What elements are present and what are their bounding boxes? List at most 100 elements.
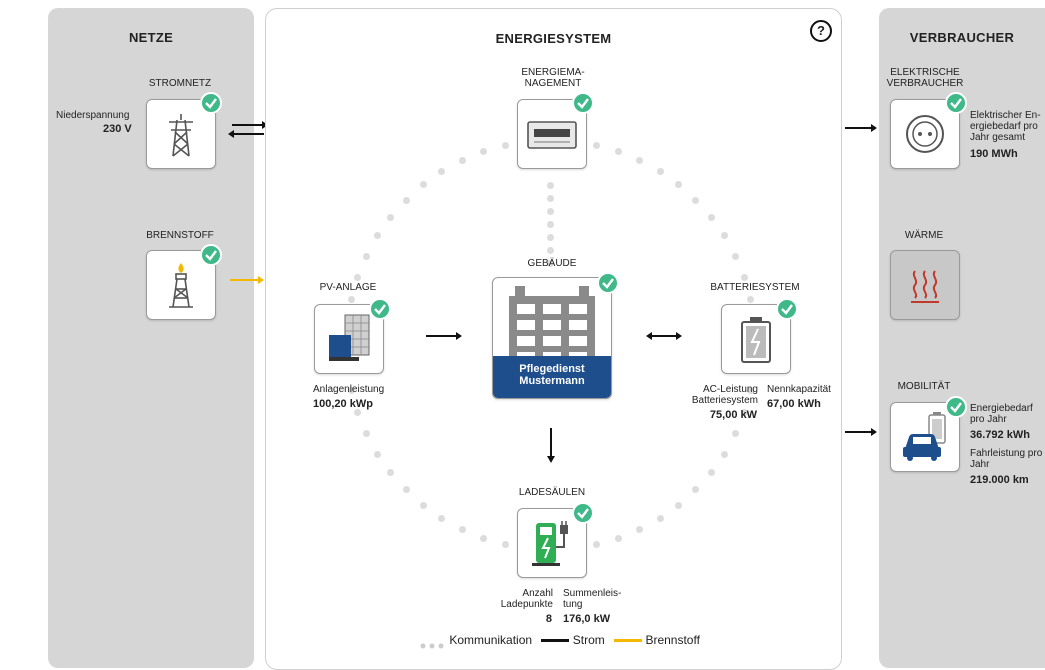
kommunikation-dot xyxy=(692,486,700,494)
kommunikation-dot xyxy=(438,515,446,523)
mob-bedarf-value: 36.792 kWh xyxy=(970,429,1030,441)
mobilitaet-label: MOBILITÄT xyxy=(897,381,951,392)
legend-brennstoff: Brennstoff xyxy=(645,633,700,647)
kommunikation-dot xyxy=(362,252,370,260)
energy-manager-device-icon xyxy=(527,121,577,149)
elektrisch-label: ELEKTRISCHE VERBRAUCHER xyxy=(886,67,964,89)
kommunikation-dot xyxy=(547,247,554,254)
batterie-ac-label: AC-Leistung Batteriesystem xyxy=(691,384,758,406)
help-icon[interactable]: ? xyxy=(810,20,832,42)
kommunikation-dot xyxy=(675,181,683,189)
batterie-label: BATTERIESYSTEM xyxy=(710,282,800,293)
pv-check-icon xyxy=(369,298,391,320)
kommunikation-dot xyxy=(547,221,554,228)
battery-icon xyxy=(741,317,771,363)
kommunikation-dot xyxy=(732,252,740,260)
brennstoff-check-icon xyxy=(200,244,222,266)
kommunikation-dot xyxy=(747,387,755,395)
mob-bedarf-label: Energiebedarf pro Jahr xyxy=(970,403,1033,425)
gebaeude-name-banner: Pflegedienst Mustermann xyxy=(493,356,611,398)
kommunikation-dot xyxy=(740,273,748,281)
energiemanagement-check-icon xyxy=(572,92,594,114)
kommunikation-dot xyxy=(479,534,487,542)
waerme-node[interactable] xyxy=(890,250,960,320)
ev-charger-icon xyxy=(532,521,568,566)
building-icon xyxy=(509,286,595,366)
kommunikation-dot xyxy=(419,181,427,189)
kommunikation-dot xyxy=(636,526,644,534)
kommunikation-dot xyxy=(501,541,509,549)
help-icon-glyph: ? xyxy=(817,23,825,38)
lade-node[interactable] xyxy=(517,508,587,578)
kommunikation-dot xyxy=(347,387,355,395)
kommunikation-dot xyxy=(354,409,361,417)
kommunikation-dot xyxy=(547,208,554,215)
gebaeude-node[interactable]: Pflegedienst Mustermann xyxy=(492,277,612,399)
kommunikation-dot xyxy=(479,148,487,155)
elektrisch-check-icon xyxy=(945,92,967,114)
gebaeude-to-lade-arrow xyxy=(547,428,555,463)
lade-summe-value: 176,0 kW xyxy=(563,613,611,625)
brennstoff-arrow xyxy=(230,276,264,284)
stromnetz-node[interactable] xyxy=(146,99,216,169)
kommunikation-dot xyxy=(438,167,446,175)
kommunikation-dot xyxy=(419,501,427,509)
gebaeude-batterie-arrow xyxy=(646,332,682,340)
kommunikation-dot xyxy=(547,195,554,202)
heat-waves-icon xyxy=(911,270,939,303)
kommunikation-dot xyxy=(656,167,664,175)
legend-kommunikation: Kommunikation xyxy=(449,633,533,647)
stromnetz-label: STROMNETZ xyxy=(148,78,212,89)
kommunikation-dot xyxy=(740,409,748,417)
gebaeude-label: GEBÄUDE xyxy=(527,258,577,269)
kommunikation-dot xyxy=(615,534,623,542)
kommunikation-dot xyxy=(387,213,395,221)
legend-kommunikation-dots xyxy=(420,638,446,649)
kommunikation-dot xyxy=(501,141,509,149)
batterie-ac-value: 75,00 kW xyxy=(709,409,757,421)
elektrisch-value: 190 MWh xyxy=(970,148,1018,160)
pv-to-gebaeude-arrow xyxy=(426,332,462,340)
kommunikation-dot xyxy=(547,260,554,267)
legend: Kommunikation Strom Brennstoff xyxy=(420,633,700,649)
kommunikation-dot xyxy=(347,295,355,303)
lade-anzahl-label: Anzahl Ladepunkte xyxy=(500,588,553,610)
kommunikation-dot xyxy=(373,450,381,458)
legend-strom-line xyxy=(541,639,570,643)
solar-panel-icon xyxy=(329,314,370,361)
mob-fahr-label: Fahrleistung pro Jahr xyxy=(970,448,1043,470)
to-elektrisch-arrow xyxy=(845,124,877,132)
power-socket-icon xyxy=(906,115,944,153)
power-pylon-icon xyxy=(169,114,193,157)
spannung-label: Niederspannung xyxy=(56,110,130,121)
lade-label: LADESÄULEN xyxy=(518,487,586,498)
verbraucher-title: VERBRAUCHER xyxy=(909,30,1015,45)
kommunikation-dot xyxy=(656,515,664,523)
elektrisch-desc: Elektrischer En- ergiebedarf pro Jahr ge… xyxy=(970,110,1041,143)
lade-check-icon xyxy=(572,502,594,524)
kommunikation-dot xyxy=(707,469,715,477)
kommunikation-dot xyxy=(692,196,700,204)
kommunikation-dot xyxy=(547,234,554,241)
lade-anzahl-value: 8 xyxy=(545,613,552,625)
netze-title: NETZE xyxy=(128,30,174,45)
kommunikation-dot xyxy=(732,430,740,438)
mob-fahr-value: 219.000 km xyxy=(970,474,1029,486)
kommunikation-dot xyxy=(402,196,410,204)
batterie-kap-label: Nennkapazität xyxy=(767,384,831,395)
lade-summe-label: Summenleis- tung xyxy=(563,588,622,610)
stromnetz-check-icon xyxy=(200,92,222,114)
waerme-label: WÄRME xyxy=(904,230,944,241)
batterie-check-icon xyxy=(776,298,798,320)
kommunikation-dot xyxy=(402,486,410,494)
mobilitaet-check-icon xyxy=(945,396,967,418)
kommunikation-dot xyxy=(547,182,554,189)
kommunikation-dot xyxy=(707,213,715,221)
kommunikation-dot xyxy=(721,232,729,240)
kommunikation-dot xyxy=(458,156,466,164)
kommunikation-dot xyxy=(373,232,381,240)
pv-leistung-value: 100,20 kWp xyxy=(313,398,373,410)
kommunikation-dot xyxy=(593,541,601,549)
batterie-kap-value: 67,00 kWh xyxy=(767,398,821,410)
kommunikation-dot xyxy=(615,148,623,155)
